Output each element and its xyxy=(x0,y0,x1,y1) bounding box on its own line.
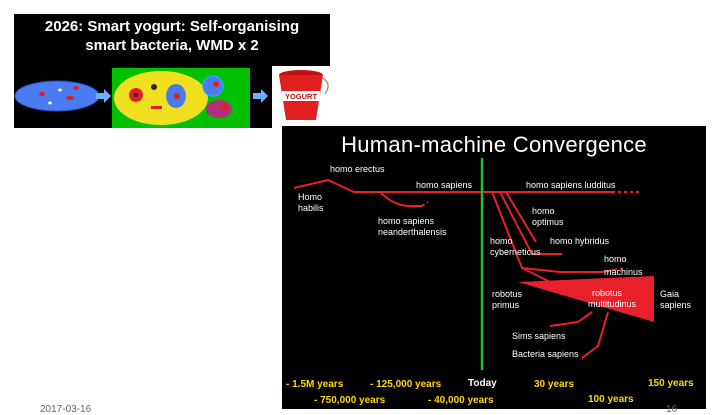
label-homo-sapiens-ludditus: homo sapiens ludditus xyxy=(526,180,616,190)
robotus-multitudinus-wedge xyxy=(518,276,654,322)
timeline-30-years: 30 years xyxy=(534,379,574,390)
label-robotus-multitudinus-2: multitudinus xyxy=(588,299,637,309)
sims-branch xyxy=(549,311,593,327)
label-bacteria-sapiens: Bacteria sapiens xyxy=(512,349,579,359)
label-homo-habilis-1: Homo xyxy=(298,192,322,202)
label-sims-sapiens: Sims sapiens xyxy=(512,331,566,341)
bacteria-blob xyxy=(14,80,100,112)
optimus-branch xyxy=(505,191,537,243)
convergence-title: Human-machine Convergence xyxy=(341,132,647,157)
yogurt-cup-icon: YOGURT xyxy=(272,66,330,128)
label-gaia-sapiens-2: sapiens xyxy=(660,300,692,310)
timeline-today: Today xyxy=(468,378,497,389)
label-homo-cyberneticus-2: cyberneticus xyxy=(490,247,541,257)
timeline-750000-years: - 750,000 years xyxy=(314,395,386,406)
label-homo-optimus-2: optimus xyxy=(532,217,564,227)
label-homo-machinus-2: machinus xyxy=(604,267,643,277)
label-homo-habilis-2: habilis xyxy=(298,203,324,213)
label-homo-machinus-1: homo xyxy=(604,254,627,264)
label-neanderthal-2: neanderthalensis xyxy=(378,227,447,237)
bacteria-branch xyxy=(581,311,609,359)
label-gaia-sapiens-1: Gaia xyxy=(660,289,679,299)
convergence-slide: Human-machine Convergence homo erectus h… xyxy=(282,126,706,409)
timeline-125000-years: - 125,000 years xyxy=(370,379,442,390)
yogurt-cup-label: YOGURT xyxy=(285,92,318,101)
smart-yogurt-title-line1: 2026: Smart yogurt: Self-organising xyxy=(44,18,300,35)
label-homo-sapiens: homo sapiens xyxy=(416,180,473,190)
smart-yogurt-title-line2: smart bacteria, WMD x 2 xyxy=(85,37,259,54)
footer-date: 2017-03-16 xyxy=(40,404,92,415)
timeline-40000-years: - 40,000 years xyxy=(428,395,494,406)
machinus-branch xyxy=(491,191,615,273)
robotus-branch xyxy=(521,267,551,283)
hybridus-branch xyxy=(499,191,562,255)
timeline-100-years: 100 years xyxy=(588,394,634,405)
label-robotus-primus-2: primus xyxy=(492,300,520,310)
smart-yogurt-title: 2026: Smart yogurt: Self-organising smar… xyxy=(14,17,330,55)
label-homo-hybridus: homo hybridus xyxy=(550,236,610,246)
arrow-icon xyxy=(253,89,268,103)
label-neanderthal-1: homo sapiens xyxy=(378,216,435,226)
self-organising-panel xyxy=(112,68,250,128)
arrow-icon xyxy=(96,89,111,103)
smart-yogurt-illustration: YOGURT xyxy=(14,66,330,128)
label-robotus-primus-1: robotus xyxy=(492,289,523,299)
footer-page-number: 16 xyxy=(666,404,678,415)
lineage-lines xyxy=(293,178,640,359)
label-homo-erectus: homo erectus xyxy=(330,164,385,174)
smart-yogurt-slide: 2026: Smart yogurt: Self-organising smar… xyxy=(14,14,330,128)
neanderthal-branch xyxy=(379,191,422,207)
timeline-1-5m-years: - 1.5M years xyxy=(286,379,344,390)
convergence-diagram: homo erectus homo sapiens homo sapiens l… xyxy=(286,158,694,406)
label-robotus-multitudinus-1: robotus xyxy=(592,288,623,298)
timeline-150-years: 150 years xyxy=(648,378,694,389)
label-homo-cyberneticus-1: homo xyxy=(490,236,513,246)
label-homo-optimus-1: homo xyxy=(532,206,555,216)
